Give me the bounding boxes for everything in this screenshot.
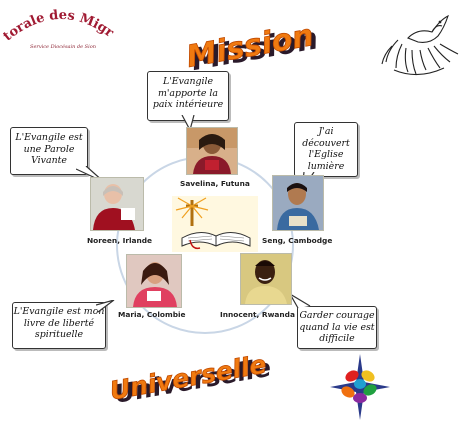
speech-bubble-noreen: L'Evangile est une Parole Vivante [10,127,88,175]
speech-bubble-savelina: L'Evangile m'apporte la paix intérieure [147,71,229,121]
speech-bubble-maria: L'Evangile est mon livre de liberté spir… [12,302,106,349]
colorful-hands-compass-icon [330,354,390,420]
quote-noreen: L'Evangile est une Parole Vivante [15,132,83,166]
name-seng: Seng, Cambodge [262,236,333,245]
savelina-photo [186,127,238,175]
dove-hands-icon [381,14,459,76]
quote-maria: L'Evangile est mon livre de liberté spir… [13,306,105,340]
svg-text:Pastorale des Migrants: Pastorale des Migrants [3,4,116,44]
logo: Pastorale des Migrants Service Diocésain… [3,4,119,58]
logo-arc: Pastorale des Migrants [3,4,116,44]
mission-wordart: Mission Mission [184,18,321,74]
speech-bubble-seng: J'ai découvert l'Eglise lumière [294,122,358,177]
speech-tail-innocent [290,294,311,309]
quote-savelina: L'Evangile m'apporte la paix intérieure [152,76,224,110]
logo-title: Pastorale des Migrants [3,4,116,44]
noreen-photo [90,177,144,231]
innocent-photo [240,253,292,305]
logo-subtitle: Service Diocésain de Sion [30,44,96,50]
name-innocent: Innocent, Rwanda [220,310,295,319]
maria-photo [126,254,182,308]
speech-tail-maria [96,300,115,313]
bible-cross-icon [172,196,258,252]
seng-photo [272,175,324,231]
name-savelina: Savelina, Futuna [180,179,250,188]
quote-innocent: Garder courage quand la vie est difficil… [299,310,375,344]
name-maria: Maria, Colombie [118,310,186,319]
speech-bubble-innocent: Garder courage quand la vie est difficil… [297,306,377,349]
quote-seng: J'ai découvert l'Eglise lumière [302,126,350,172]
name-noreen: Noreen, Irlande [87,236,153,245]
universelle-text: Universelle [108,349,269,405]
universelle-wordart: Universelle Universelle [107,349,273,406]
